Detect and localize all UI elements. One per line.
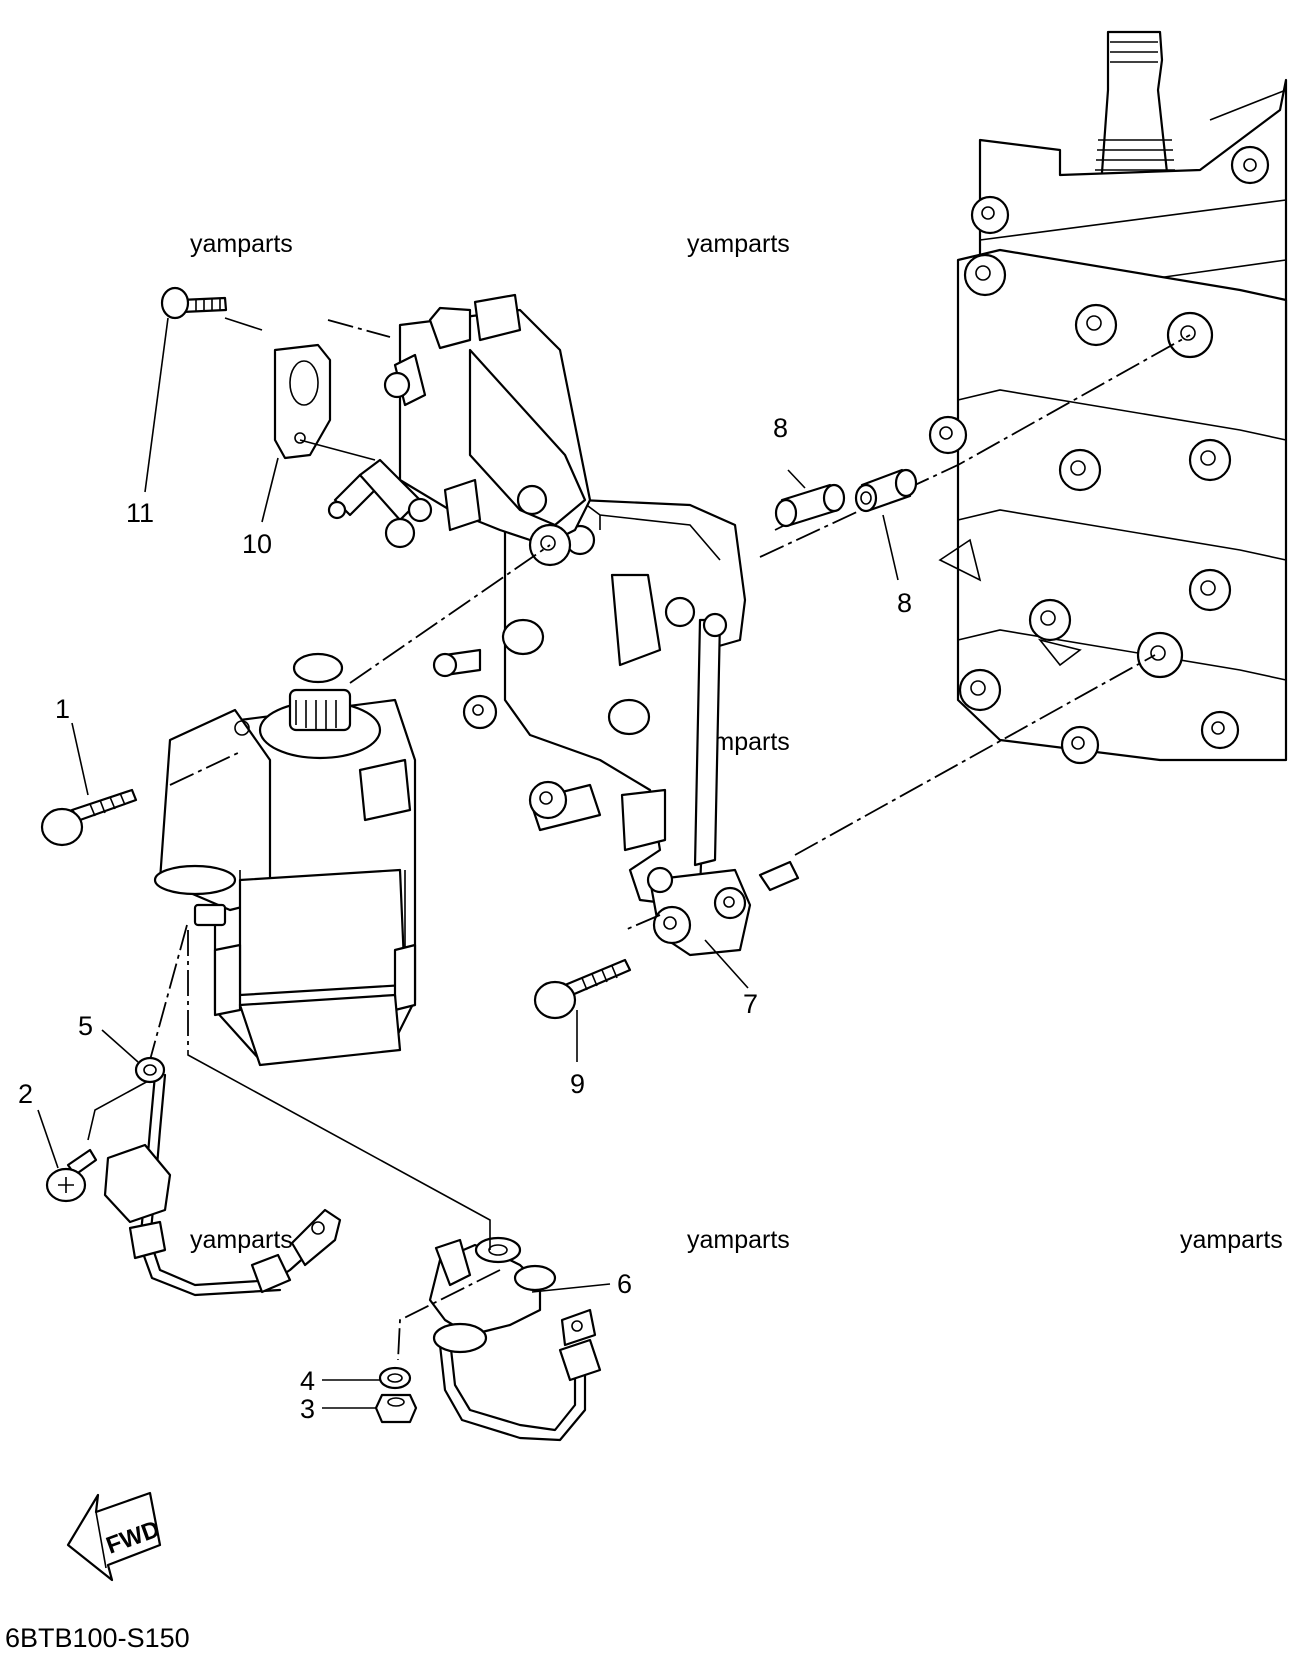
collar-8-right bbox=[854, 468, 918, 513]
bolt-9 bbox=[533, 958, 632, 1020]
watermark: yamparts bbox=[190, 1226, 293, 1254]
bolt-1 bbox=[40, 788, 138, 847]
callout-1: 1 bbox=[55, 694, 70, 724]
callout-7: 7 bbox=[743, 989, 758, 1019]
watermark: yamparts bbox=[687, 230, 790, 258]
leader-lines bbox=[37, 317, 899, 1409]
engine-block bbox=[928, 30, 1288, 765]
wire-lead bbox=[428, 1236, 602, 1442]
washer-4 bbox=[378, 1366, 412, 1390]
forward-direction-arrow: FWD bbox=[66, 1491, 163, 1582]
collar-8-left bbox=[774, 483, 846, 528]
bolt-11 bbox=[160, 286, 228, 320]
nut-3 bbox=[374, 1393, 418, 1424]
washer-5 bbox=[134, 1056, 166, 1084]
screw-2 bbox=[45, 1148, 98, 1203]
callout-6: 6 bbox=[617, 1269, 632, 1299]
callout-4: 4 bbox=[300, 1366, 315, 1396]
callout-9: 9 bbox=[570, 1069, 585, 1099]
callout-8-lower: 8 bbox=[897, 588, 912, 618]
plate-10 bbox=[273, 343, 332, 460]
callout-10: 10 bbox=[242, 529, 272, 559]
electrical-bracket bbox=[327, 293, 800, 957]
callout-11: 11 bbox=[126, 498, 154, 528]
callout-2: 2 bbox=[18, 1079, 33, 1109]
ground-lead bbox=[103, 1073, 342, 1297]
watermark: yamparts bbox=[687, 1226, 790, 1254]
callout-labels: 1 2 3 4 5 6 7 8 8 9 10 11 bbox=[18, 413, 912, 1424]
callout-5: 5 bbox=[78, 1011, 93, 1041]
starter-motor bbox=[153, 652, 417, 1067]
watermark: yamparts bbox=[190, 230, 293, 258]
watermark: yamparts bbox=[1180, 1226, 1283, 1254]
callout-8-upper: 8 bbox=[773, 413, 788, 443]
callout-3: 3 bbox=[300, 1394, 315, 1424]
diagram-code: 6BTB100-S150 bbox=[5, 1623, 190, 1653]
